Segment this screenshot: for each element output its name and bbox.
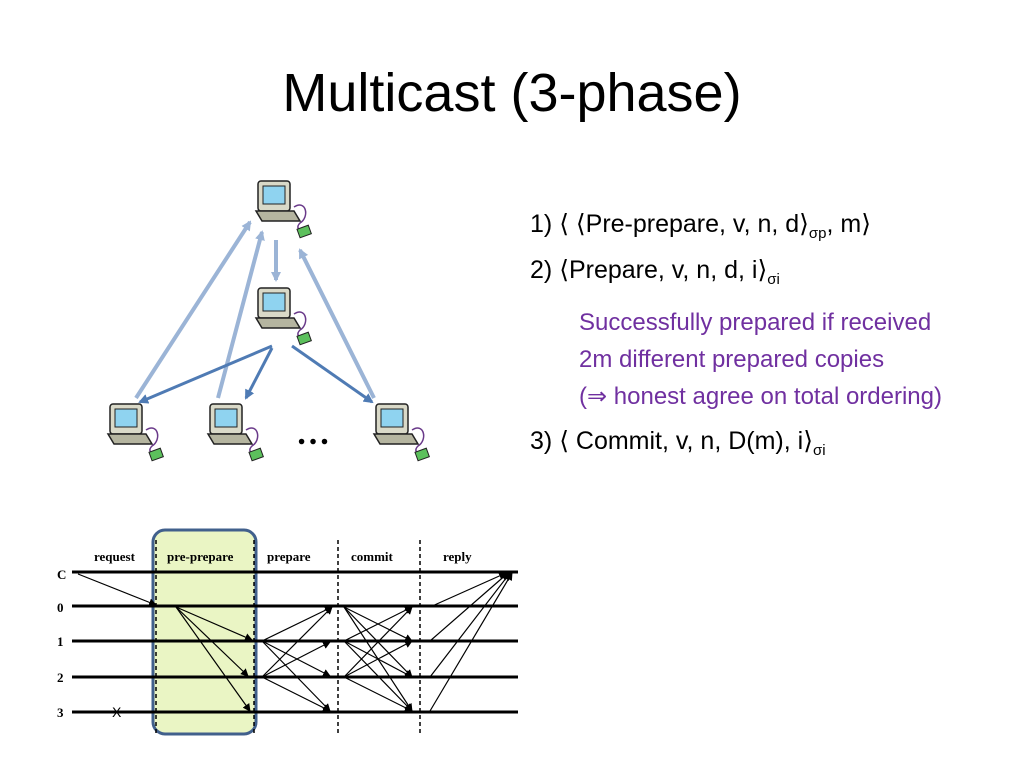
prepare-arrow bbox=[261, 606, 333, 642]
request-arrow bbox=[77, 573, 157, 607]
prepare-arrow bbox=[261, 606, 333, 678]
node-label-2: 2 bbox=[57, 670, 64, 685]
prepared-note: Successfully prepared if received 2m dif… bbox=[579, 304, 942, 415]
arrow-to-top-2 bbox=[216, 230, 265, 399]
step-3-subscript: σi bbox=[812, 442, 826, 459]
prepare-arrow bbox=[261, 640, 331, 677]
commit-arrow bbox=[343, 606, 413, 642]
slide-title: Multicast (3-phase) bbox=[282, 63, 742, 123]
protocol-steps: 1) ⟨ ⟨Pre-prepare, v, n, d⟩σp, m⟩ 2) ⟨Pr… bbox=[530, 206, 942, 469]
step-1-subscript: σp bbox=[808, 225, 827, 242]
step-2: 2) ⟨Prepare, v, n, d, i⟩σi bbox=[530, 252, 942, 298]
step-3-number: 3) bbox=[530, 427, 560, 455]
ellipsis: … bbox=[296, 415, 330, 452]
node-label-c: C bbox=[57, 567, 66, 582]
phase-label-request: request bbox=[94, 549, 136, 564]
arrow-middle-to-center bbox=[244, 347, 274, 400]
arrow-to-top-3 bbox=[298, 248, 376, 399]
note-line-2: 2m different prepared copies bbox=[579, 346, 885, 373]
node-label-0: 0 bbox=[57, 600, 64, 615]
note-line-1: Successfully prepared if received bbox=[579, 309, 932, 336]
step-2-text: ⟨Prepare, v, n, d, i⟩ bbox=[559, 256, 768, 284]
step-3-text: ⟨ Commit, v, n, D(m), i⟩ bbox=[559, 427, 813, 455]
pre-prepare-arrow bbox=[175, 606, 253, 641]
pre-prepare-arrow bbox=[175, 606, 251, 712]
commit-arrow bbox=[343, 640, 413, 712]
step-1-end: , m⟩ bbox=[826, 210, 872, 238]
phase-label-commit: commit bbox=[351, 549, 394, 564]
arrow-middle-to-left bbox=[138, 344, 273, 404]
commit-arrow bbox=[343, 676, 413, 712]
step-1-number: 1) bbox=[530, 210, 560, 238]
arrow-to-top-1 bbox=[134, 220, 252, 400]
phase-label-reply: reply bbox=[443, 549, 472, 564]
step-2-number: 2) bbox=[530, 256, 560, 284]
commit-arrow bbox=[343, 606, 413, 678]
step-3: 3) ⟨ Commit, v, n, D(m), i⟩σi bbox=[530, 423, 942, 469]
phase-label-pre-prepare: pre-prepare bbox=[167, 549, 234, 564]
failed-node-marker: X bbox=[112, 704, 122, 720]
step-1: 1) ⟨ ⟨Pre-prepare, v, n, d⟩σp, m⟩ bbox=[530, 206, 942, 252]
step-1-text: ⟨ ⟨Pre-prepare, v, n, d⟩ bbox=[559, 210, 809, 238]
commit-arrow bbox=[343, 640, 413, 678]
step-2-subscript: σi bbox=[767, 271, 780, 288]
node-label-3: 3 bbox=[57, 705, 64, 720]
prepare-arrow bbox=[261, 641, 331, 678]
reply-arrow bbox=[429, 572, 507, 608]
reply-arrow bbox=[429, 572, 513, 712]
reply-arrow bbox=[429, 572, 511, 678]
reply-arrow bbox=[429, 572, 509, 642]
note-line-3: (⇒ honest agree on total ordering) bbox=[579, 383, 942, 410]
arrow-middle-to-right bbox=[291, 344, 374, 404]
pre-prepare-arrow bbox=[175, 606, 249, 677]
prepare-arrow bbox=[261, 676, 331, 712]
node-label-1: 1 bbox=[57, 634, 64, 649]
prepare-arrow bbox=[261, 640, 331, 712]
phase-label-prepare: prepare bbox=[267, 549, 311, 564]
